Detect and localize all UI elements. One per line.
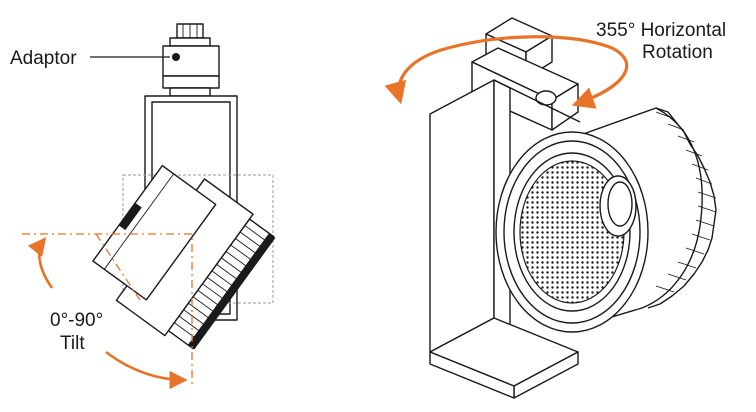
tilt-range-label: 0°-90°	[50, 310, 103, 331]
perspective-view-fixture: 355° Horizontal Rotation	[384, 17, 726, 399]
heatsink-fins-side	[167, 218, 276, 350]
adaptor-part	[162, 23, 220, 97]
tilt-reference-lines	[22, 233, 193, 386]
yoke-arm-3d	[429, 79, 581, 399]
tilt-arrow-lower	[105, 350, 188, 390]
light-head-cylinder	[495, 107, 717, 333]
side-view-fixture: Adaptor 0°-90° Tilt	[10, 23, 276, 390]
rotation-label: Rotation	[642, 42, 713, 63]
tilt-label: Tilt	[60, 333, 85, 354]
rotation-angle-label: 355° Horizontal	[596, 20, 726, 41]
adaptor-label: Adaptor	[10, 48, 77, 69]
tilt-arrow-upper	[27, 237, 54, 289]
heatsink-fins-3d	[647, 107, 717, 309]
rotation-arrow	[384, 35, 629, 109]
tilted-head	[92, 164, 276, 350]
